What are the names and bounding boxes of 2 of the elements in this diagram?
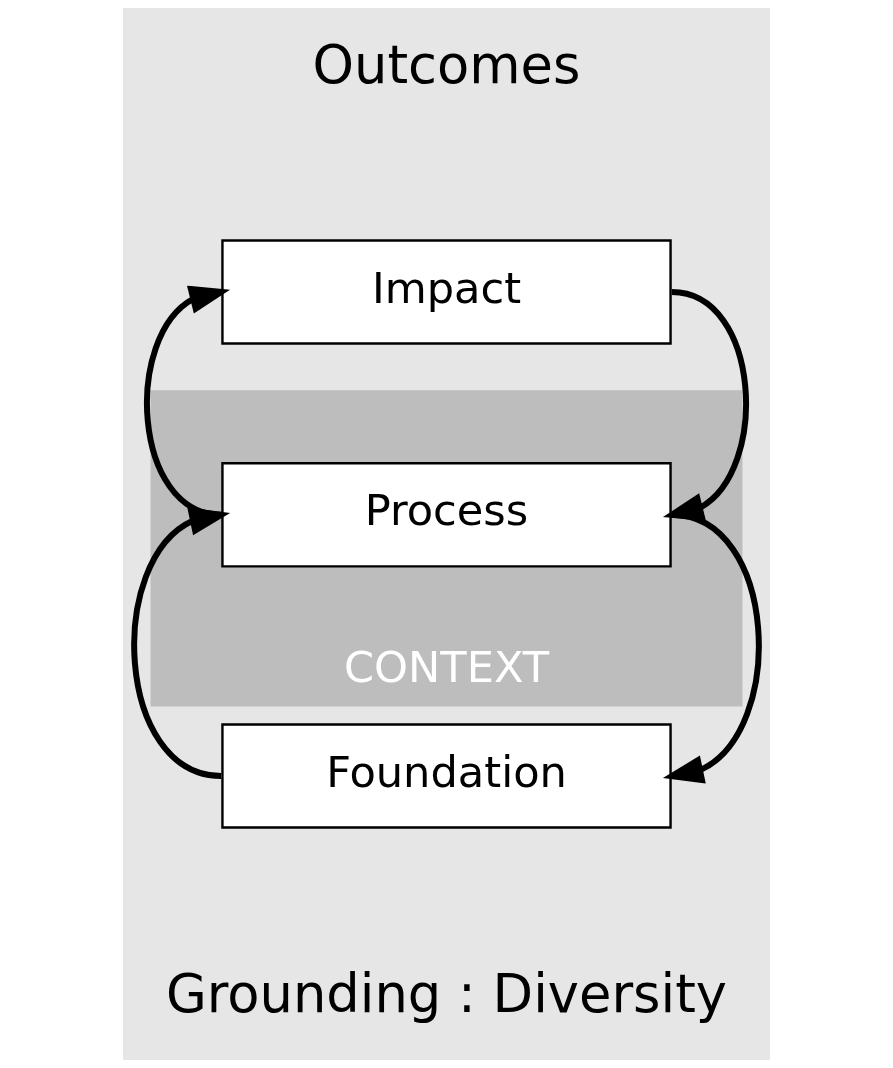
label: Grounding : Diversity [165,963,728,1025]
label: Outcomes [312,33,581,95]
